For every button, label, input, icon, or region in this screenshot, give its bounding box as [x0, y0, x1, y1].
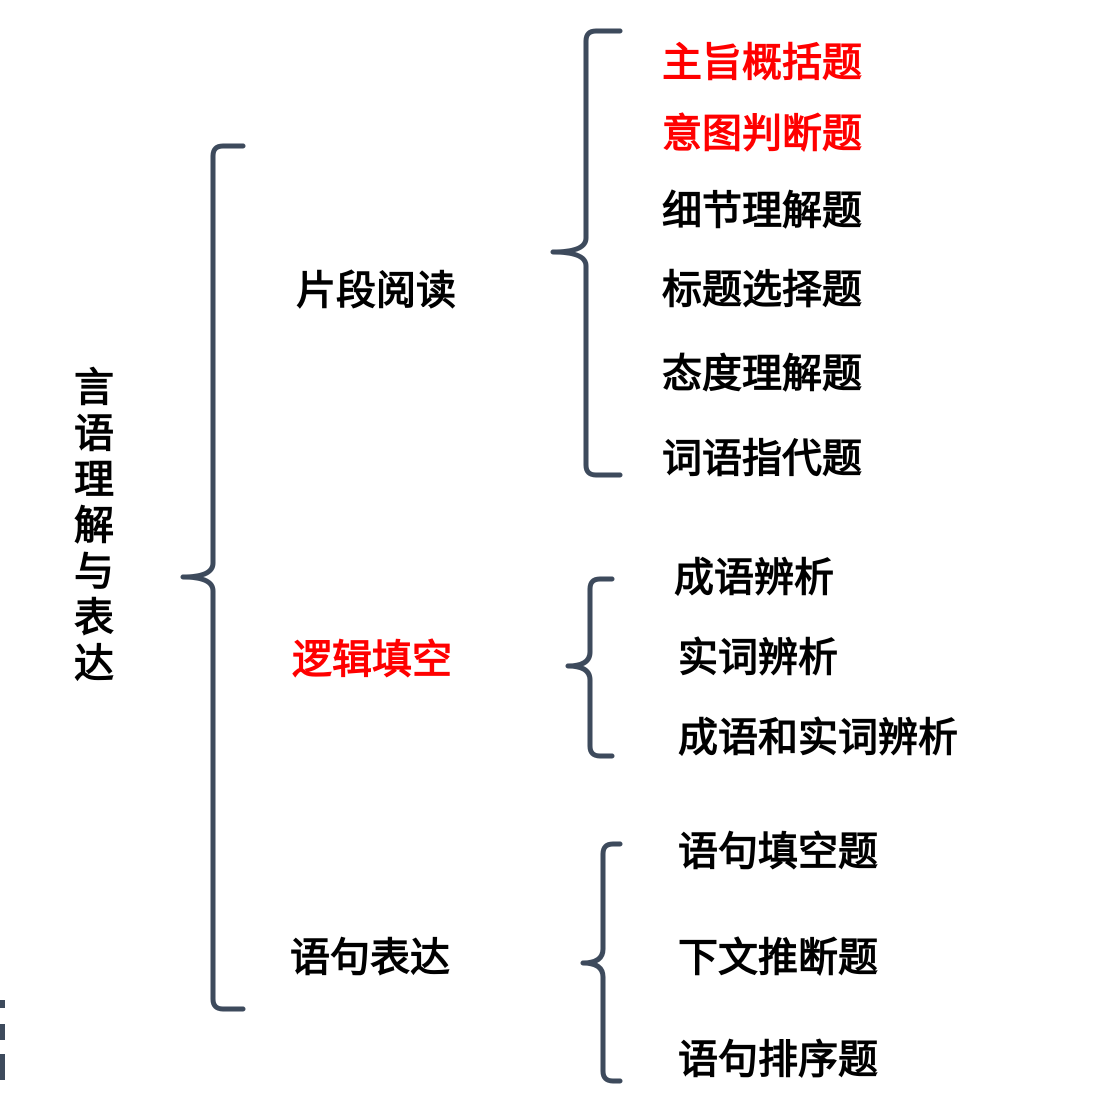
item-idiom-and-notional-word-analysis: 成语和实词辨析 — [678, 715, 958, 761]
item-title-selection: 标题选择题 — [662, 267, 862, 313]
item-notional-word-analysis: 实词辨析 — [678, 635, 838, 681]
item-intent-judgment: 意图判断题 — [662, 111, 862, 157]
item-word-reference: 词语指代题 — [662, 436, 862, 482]
item-sentence-ordering: 语句排序题 — [678, 1037, 878, 1083]
item-detail-understanding: 细节理解题 — [662, 188, 862, 234]
reading-brace — [550, 28, 623, 478]
category-reading: 片段阅读 — [296, 268, 456, 314]
category-sentence-expression: 语句表达 — [290, 935, 450, 981]
edge-mark-middle — [0, 1024, 5, 1040]
category-logic-fill: 逻辑填空 — [292, 637, 452, 683]
logic-brace — [565, 576, 615, 759]
item-attitude-understanding: 态度理解题 — [662, 351, 862, 397]
edge-mark-bottom — [0, 1054, 5, 1080]
item-following-text-inference: 下文推断题 — [678, 935, 878, 981]
edge-mark-top — [0, 1000, 5, 1008]
sentence-brace — [580, 841, 623, 1084]
item-idiom-analysis: 成语辨析 — [674, 555, 834, 601]
item-main-idea: 主旨概括题 — [662, 40, 862, 86]
item-sentence-fill: 语句填空题 — [678, 829, 878, 875]
root-brace — [180, 143, 246, 1012]
root-title: 言语理解与表达 — [67, 366, 113, 688]
